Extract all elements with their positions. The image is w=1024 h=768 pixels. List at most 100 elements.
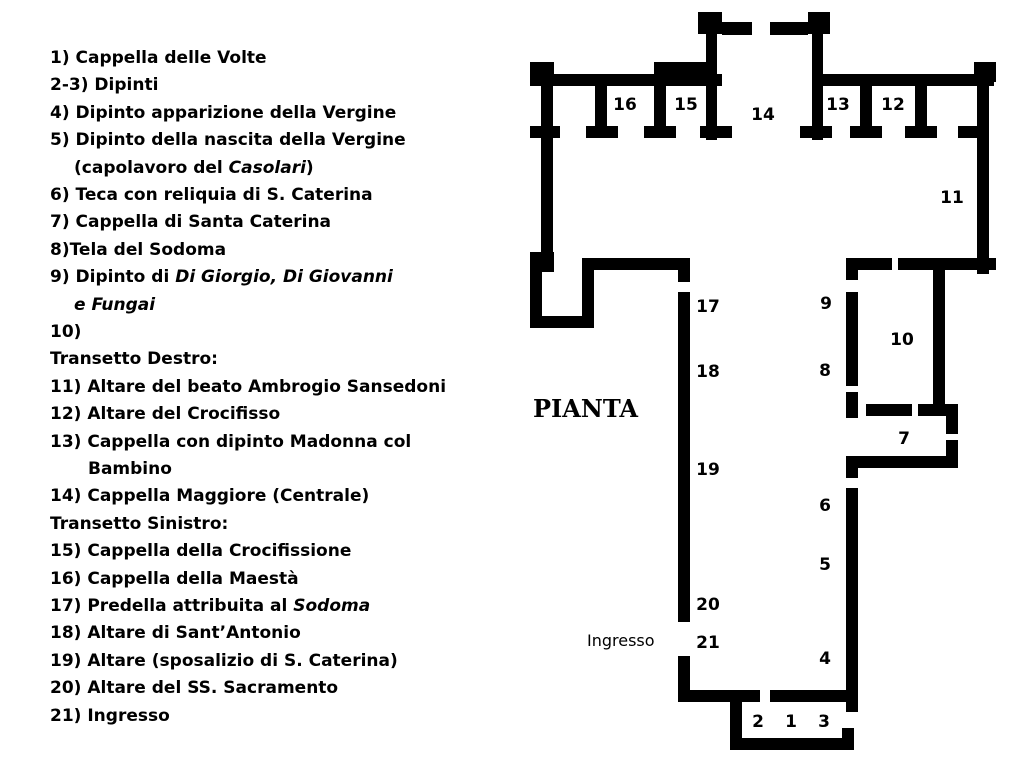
wall-segment	[800, 126, 832, 138]
legend-item: 6) Teca con reliquia di S. Caterina	[50, 185, 373, 205]
legend-item: e Fungai	[74, 295, 155, 315]
legend-item: 1) Cappella delle Volte	[50, 48, 267, 68]
wall-segment	[846, 488, 858, 712]
plan-number-18: 18	[696, 362, 720, 382]
wall-segment	[654, 62, 666, 134]
legend-item: 15) Cappella della Crocifissione	[50, 541, 351, 561]
wall-segment	[678, 690, 760, 702]
plan-number-6: 6	[819, 496, 831, 516]
legend-item-italic: Di Giorgio, Di Giovanni	[175, 267, 393, 288]
legend-item: 16) Cappella della Maestà	[50, 569, 299, 589]
wall-segment	[698, 12, 722, 34]
wall-segment	[842, 728, 854, 750]
wall-segment	[846, 456, 958, 468]
legend-item-text: 6) Teca con reliquia di S. Caterina	[50, 185, 373, 205]
wall-segment	[586, 126, 618, 138]
plan-number-14: 14	[751, 105, 775, 125]
legend-item-text: 15) Cappella della Crocifissione	[50, 541, 352, 562]
wall-segment	[722, 22, 752, 35]
legend-item-text: (capolavoro del	[74, 157, 229, 178]
legend-item-text: 17) Predella attribuita al	[50, 596, 294, 616]
legend-item: 12) Altare del Crocifisso	[50, 404, 280, 424]
wall-segment	[866, 404, 912, 416]
legend-item-text: 4) Dipinto apparizione della Vergine	[50, 102, 397, 123]
plan-number-5: 5	[819, 555, 831, 575]
wall-segment	[812, 74, 994, 86]
wall-segment	[846, 392, 858, 418]
legend-item-text: 10)	[50, 322, 82, 342]
legend-item: (capolavoro del Casolari)	[74, 158, 314, 178]
legend-item: 2-3) Dipinti	[50, 75, 158, 95]
plan-number-2: 2	[752, 712, 764, 732]
legend-item-text: 11) Altare del beato Ambrogio Sansedoni	[50, 376, 447, 397]
legend-item: 10)	[50, 322, 81, 342]
legend-item: 14) Cappella Maggiore (Centrale)	[50, 486, 369, 506]
plan-number-7: 7	[898, 429, 910, 449]
plan-walls	[530, 12, 996, 750]
plan-number-16: 16	[613, 95, 637, 115]
legend-item-text: 13) Cappella con dipinto Madonna col	[50, 431, 412, 452]
plan-number-12: 12	[881, 95, 905, 115]
legend-item: 11) Altare del beato Ambrogio Sansedoni	[50, 377, 446, 397]
wall-segment	[770, 22, 808, 35]
wall-segment	[946, 404, 958, 434]
wall-segment	[654, 62, 706, 74]
legend-item-text: 21) Ingresso	[50, 705, 170, 726]
legend-item-text: 8)Tela del Sodoma	[50, 239, 227, 260]
plan-number-4: 4	[819, 649, 831, 669]
wall-segment	[541, 74, 553, 270]
plan-number-20: 20	[696, 595, 720, 615]
legend-item-italic: e Fungai	[74, 294, 156, 315]
wall-segment	[770, 690, 858, 702]
plan-number-3: 3	[818, 712, 830, 732]
wall-segment	[730, 700, 742, 750]
wall-segment	[530, 74, 722, 86]
legend-item-text: 7) Cappella di Santa Caterina	[50, 212, 332, 233]
plan-number-11: 11	[940, 188, 964, 208]
legend-item: 9) Dipinto di Di Giorgio, Di Giovanni	[50, 267, 393, 287]
legend-item: 18) Altare di Sant’Antonio	[50, 623, 301, 643]
plan-title: PIANTA	[533, 394, 638, 423]
legend-item-text: 9) Dipinto di	[50, 267, 176, 288]
legend-item-text: 5) Dipinto della nascita della Vergine	[50, 130, 406, 151]
wall-segment	[644, 126, 676, 138]
wall-segment	[808, 12, 830, 34]
plan-number-19: 19	[696, 460, 720, 480]
wall-segment	[530, 252, 542, 328]
plan-number-10: 10	[890, 330, 914, 350]
wall-segment	[846, 456, 858, 478]
wall-segment	[678, 258, 690, 282]
plan-number-21: 21	[696, 633, 720, 653]
legend-item: 7) Cappella di Santa Caterina	[50, 212, 331, 232]
wall-segment	[582, 258, 690, 270]
plan-number-15: 15	[674, 95, 698, 115]
wall-segment	[582, 258, 594, 328]
wall-segment	[730, 738, 854, 750]
legend-item-text: Transetto Destro:	[50, 349, 218, 370]
wall-segment	[678, 292, 690, 622]
wall-segment	[977, 74, 989, 274]
legend-item: 20) Altare del SS. Sacramento	[50, 678, 338, 698]
plan-number-8: 8	[819, 361, 831, 381]
legend-item: 19) Altare (sposalizio di S. Caterina)	[50, 651, 398, 671]
wall-segment	[846, 292, 858, 386]
wall-segment	[860, 74, 872, 134]
legend-item-text: 14) Cappella Maggiore (Centrale)	[50, 486, 370, 507]
legend-item-italic: Casolari	[228, 157, 306, 178]
plan-number-9: 9	[820, 294, 832, 314]
legend-item-text: 2-3) Dipinti	[50, 75, 159, 96]
legend-item: 5) Dipinto della nascita della Vergine	[50, 130, 406, 150]
wall-segment	[915, 74, 927, 134]
legend-item-text: 19) Altare (sposalizio di S. Caterina)	[50, 650, 398, 671]
legend-item-text: 16) Cappella della Maestà	[50, 568, 299, 589]
plan-number-17: 17	[696, 297, 720, 317]
wall-segment	[530, 316, 594, 328]
legend-item: Transetto Sinistro:	[50, 514, 228, 534]
legend-item: Bambino	[88, 459, 172, 479]
legend-item-text: 18) Altare di Sant’Antonio	[50, 623, 301, 644]
entrance-label: Ingresso	[587, 631, 655, 650]
wall-segment	[846, 258, 858, 280]
legend-item-text: 1) Cappella delle Volte	[50, 48, 267, 68]
